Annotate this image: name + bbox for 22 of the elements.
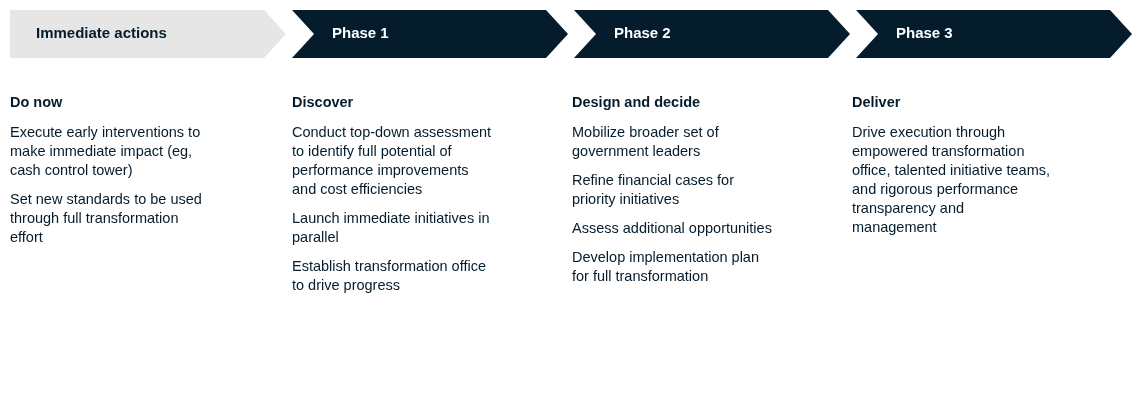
description-text: Execute early interventions to make immediate impact (eg, cash control tower) xyxy=(10,123,202,180)
phase-banner xyxy=(10,10,286,58)
description-text: Assess additional opportunities xyxy=(572,219,772,238)
column-heading: Design and decide xyxy=(572,93,702,112)
phase-title: Phase 1 xyxy=(332,24,389,41)
description-text: Establish transformation office to drive progress xyxy=(292,257,487,295)
description-text: Conduct top-down assessment to identify full potential of performance improvements and cost efficiencies xyxy=(292,123,492,199)
column-heading: Do now xyxy=(10,93,64,112)
phase-banner xyxy=(292,10,568,58)
description-text: Launch immediate initiatives in parallel xyxy=(292,209,491,247)
description-text: Set new standards to be used through full transformation effort xyxy=(10,190,203,247)
phase-banner xyxy=(856,10,1132,58)
column-heading: Deliver xyxy=(852,93,902,112)
description-text: Drive execution through empowered transformation office, talented initiative teams, and rigorous performance transparency and management xyxy=(852,123,1051,237)
phase-title: Phase 2 xyxy=(614,24,671,41)
column-heading: Discover xyxy=(292,93,355,112)
description-text: Develop implementation plan for full transformation xyxy=(572,248,760,286)
phase-title: Immediate actions xyxy=(36,24,167,41)
description-text: Refine financial cases for priority initiatives xyxy=(572,171,735,209)
phase-banner xyxy=(574,10,850,58)
description-text: Mobilize broader set of government leaders xyxy=(572,123,720,161)
phase-title: Phase 3 xyxy=(896,24,953,41)
